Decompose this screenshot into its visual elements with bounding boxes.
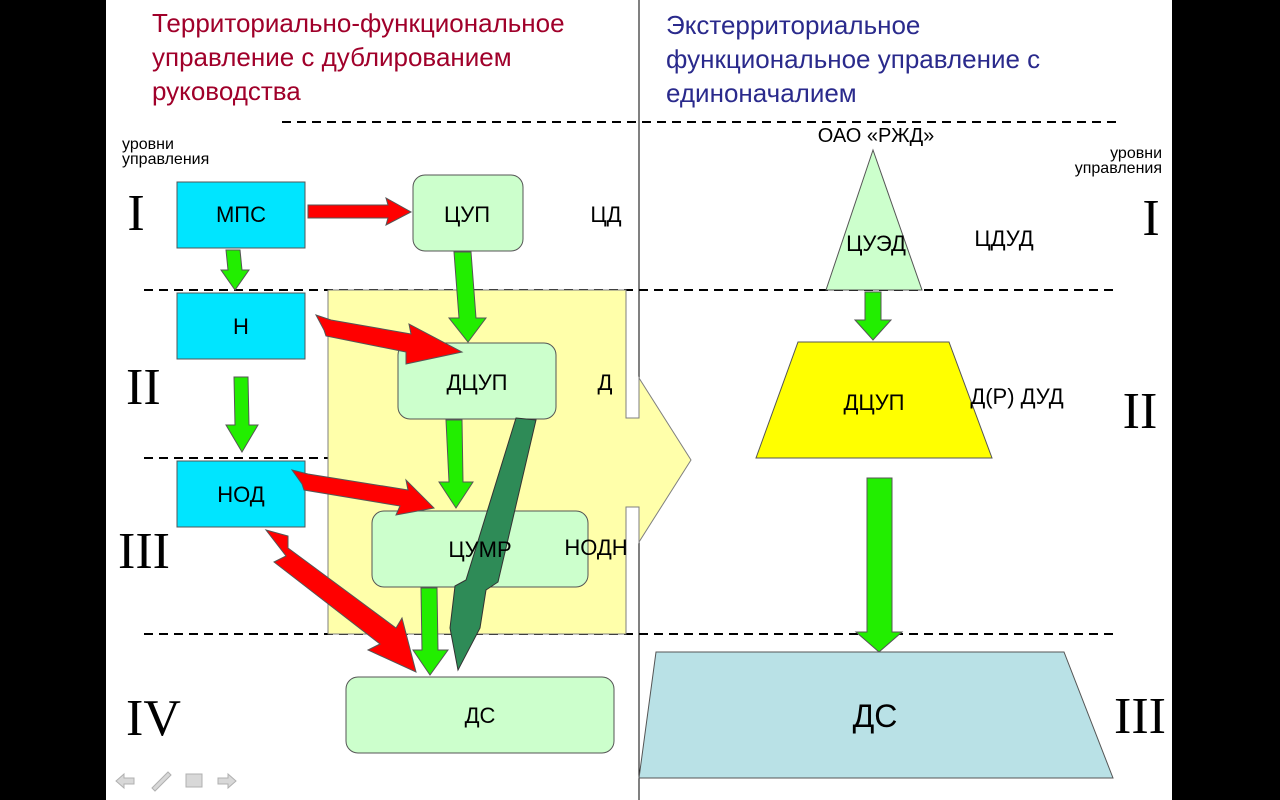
arrow-right-icon[interactable] [217, 772, 237, 790]
left-level-1: I [127, 185, 144, 242]
arrow-nod-tsumr [290, 469, 436, 516]
arrow-dtsup-ds-dark [449, 417, 537, 672]
diagram-canvas: МПС Н НОД ЦУП ДЦУП ЦУМР ДС ЦД Д НОДН уро… [115, 0, 1166, 800]
arrow-left-icon[interactable] [115, 772, 135, 790]
label-nod: НОД [217, 482, 265, 507]
label-ds-right: ДС [853, 698, 898, 734]
label-n: Н [233, 314, 249, 339]
right-title-line1: Экстерриториальное [666, 10, 921, 40]
trapezoid-ds-right [638, 651, 1114, 779]
label-tsdud: ЦДУД [974, 226, 1033, 251]
label-tsued: ЦУЭД [846, 231, 906, 256]
label-tsup: ЦУП [444, 202, 490, 227]
label-oao-rzd: ОАО «РЖД» [818, 125, 935, 147]
left-levels-label-line1: уровни [122, 136, 174, 153]
right-title: Экстерриториальное функциональное управл… [666, 8, 1040, 110]
left-title: Территориально-функциональное управление… [152, 6, 565, 108]
label-mps: МПС [216, 202, 266, 227]
trapezoid-dtsup-right [755, 341, 993, 459]
slide: Территориально-функциональное управление… [106, 0, 1172, 800]
pen-icon[interactable] [151, 771, 172, 792]
left-level-4: IV [126, 690, 181, 747]
arrow-tsued-dtsup [853, 291, 893, 341]
box-ds-left [345, 676, 615, 754]
arrow-n-nod [225, 376, 259, 453]
right-title-line3: единоначалием [666, 78, 857, 108]
right-levels-label-line1: уровни [1110, 145, 1162, 162]
label-dtsup-left: ДЦУП [447, 370, 508, 395]
arrow-nod-ds [264, 529, 417, 673]
box-dtsup-left [397, 342, 557, 420]
slide-nav [115, 771, 237, 792]
left-title-line1: Территориально-функциональное [152, 8, 565, 38]
right-level-2: II [1123, 383, 1158, 440]
label-d: Д [598, 370, 613, 395]
left-title-line3: руководства [152, 76, 301, 106]
arrow-tsumr-ds [412, 587, 449, 676]
right-level-1: I [1142, 190, 1159, 247]
right-level-3: III [1114, 688, 1166, 745]
label-nodn: НОДН [564, 535, 627, 560]
right-title-line2: функциональное управление с [666, 44, 1041, 74]
menu-icon[interactable] [185, 773, 203, 788]
left-level-3: III [118, 523, 170, 580]
arrow-mps-tsup [307, 196, 413, 226]
box-tsup [412, 174, 524, 252]
arrow-n-dtsup [314, 314, 464, 365]
label-ds-left: ДС [465, 703, 496, 728]
left-levels-label-line2: управления [122, 151, 209, 168]
left-level-2: II [126, 359, 161, 416]
label-tsumr: ЦУМР [448, 537, 511, 562]
right-levels-label-line2: управления [1075, 160, 1162, 177]
label-dtsup-right: ДЦУП [844, 390, 905, 415]
box-nod [176, 460, 306, 528]
arrow-tsup-dtsup [447, 251, 487, 343]
triangle-tsued [825, 148, 923, 291]
arrow-mps-n [220, 249, 250, 291]
arrow-dtsup-ds-right [854, 477, 904, 653]
box-mps [176, 181, 306, 249]
left-title-line2: управление с дублированием [152, 42, 512, 72]
label-drdud: Д(Р) ДУД [970, 384, 1063, 409]
box-n [176, 292, 306, 360]
arrow-dtsup-tsumr [438, 419, 474, 509]
label-td: ЦД [590, 202, 621, 227]
